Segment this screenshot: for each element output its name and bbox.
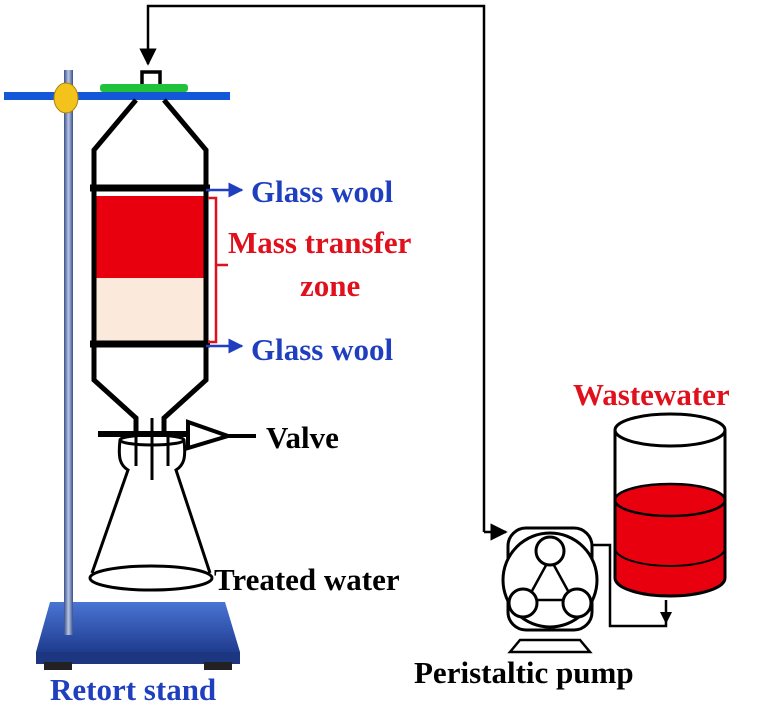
clamp-bar [4, 92, 230, 100]
packed-bed [93, 196, 205, 342]
pump-roller-top [534, 535, 566, 567]
peristaltic-pump [501, 526, 599, 654]
flask-bottom [88, 564, 214, 592]
retort-stand-label: Retort stand [50, 672, 216, 705]
collection-flask [88, 433, 214, 592]
stand-base-front [36, 652, 240, 664]
wastewater-tank [613, 412, 727, 598]
peristaltic-pump-label: Peristaltic pump [414, 655, 634, 690]
column-wall-right [161, 98, 209, 432]
clamp-assembly [4, 82, 230, 114]
pump-roller-right [561, 587, 593, 619]
valve-handle [186, 419, 235, 451]
valve [98, 419, 256, 451]
pump-base [507, 638, 593, 654]
wastewater-label: Wastewater [573, 377, 730, 412]
stand-foot-left [44, 662, 72, 670]
tank-outlet-arrow [660, 612, 672, 624]
feed-tubing [139, 4, 486, 532]
column-wall-left [91, 98, 139, 432]
fresh-adsorbent-zone [93, 278, 205, 342]
glass-wool-bottom-label: Glass wool [251, 332, 393, 367]
tank-rim [613, 412, 727, 448]
wastewater-liquid [615, 500, 725, 596]
glass-wool-top-label: Glass wool [251, 174, 393, 209]
valve-label: Valve [266, 420, 339, 455]
mass-transfer-label-line2: zone [300, 268, 360, 303]
stand-base-top [36, 602, 240, 652]
adsorption-column [90, 70, 210, 480]
flask-body [90, 439, 212, 574]
mass-transfer-label-line1: Mass transfer [228, 225, 412, 260]
treated-water-label: Treated water [214, 562, 400, 597]
mass-transfer-bracket [208, 196, 228, 344]
wastewater-surface [613, 482, 727, 518]
retort-stand [36, 70, 240, 670]
tank-inner-line [614, 547, 726, 567]
pump-rotor-arm [524, 555, 576, 602]
clamp-knob [53, 82, 79, 114]
column-inlet [140, 70, 162, 84]
tank-wall [613, 430, 727, 598]
saturated-zone [93, 196, 205, 278]
stand-foot-right [204, 662, 232, 670]
column-cap [100, 84, 188, 92]
pump-roller-left [507, 587, 539, 619]
stand-rod [64, 70, 73, 635]
